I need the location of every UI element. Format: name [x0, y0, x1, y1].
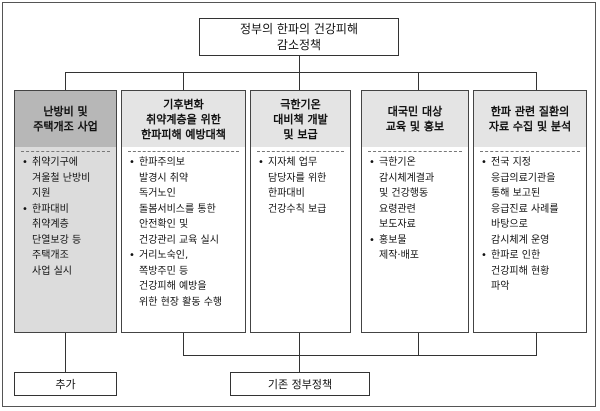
column-5-divider	[480, 151, 580, 152]
connector-col4-bottom	[418, 333, 419, 355]
column-5-header: 한파 관련 질환의 자료 수집 및 분석	[474, 91, 586, 147]
existing-label: 기존 정부정책	[267, 378, 333, 391]
connector-title-down	[299, 56, 300, 72]
connector-col1-down	[65, 72, 66, 90]
connector-col2-bottom	[183, 333, 184, 355]
column-2-header: 기후변화 취약계층을 위한 한파피해 예방대책	[122, 91, 245, 147]
connector-col4-down	[418, 72, 419, 90]
list-item: 한파로 인한 건강피해 현황 파악	[481, 248, 582, 295]
title-box: 정부의 한파의 건강피해 감소정책	[199, 18, 399, 56]
connector-col5-bottom	[536, 333, 537, 355]
column-climate-vulnerable: 기후변화 취약계층을 위한 한파피해 예방대책 한파주의보 발경시 취약 독거노…	[121, 90, 246, 333]
column-1-divider	[21, 151, 110, 152]
list-item: 지자체 업무 담당자를 위한 한파대비 건강수칙 보급	[258, 155, 346, 217]
list-item: 극한기온 감시체계결과 및 건강행동 요령관련 보도자료	[369, 155, 464, 233]
column-public-education: 대국민 대상 교육 및 홍보 극한기온 감시체계결과 및 건강행동 요령관련 보…	[361, 90, 469, 333]
connector-added-down	[65, 333, 66, 372]
connector-col2-down	[183, 72, 184, 90]
column-2-divider	[128, 151, 239, 152]
list-item: 한파주의보 발경시 취약 독거노인 돌봄서비스를 통한 안전확인 및 건강관리 …	[129, 155, 241, 248]
column-3-header: 극한기온 대비책 개발 및 보급	[251, 91, 350, 147]
added-policy-box: 추가	[14, 372, 117, 396]
connector-col3-down	[299, 72, 300, 90]
connector-col3-bottom	[299, 333, 300, 372]
title-line-2: 감소정책	[276, 38, 322, 52]
column-extreme-temp: 극한기온 대비책 개발 및 보급 지자체 업무 담당자를 위한 한파대비 건강수…	[250, 90, 351, 333]
list-item: 전국 지정 응급의료기관을 통해 보고된 응급진료 사례를 바탕으로 감시체계 …	[481, 155, 582, 248]
column-data-analysis: 한파 관련 질환의 자료 수집 및 분석 전국 지정 응급의료기관을 통해 보고…	[473, 90, 587, 333]
list-item: 거리노숙인, 쪽방주민 등 건강피해 예방을 위한 현장 활동 수행	[129, 248, 241, 310]
title-line-1: 정부의 한파의 건강피해	[239, 22, 359, 36]
connector-col5-down	[536, 72, 537, 90]
column-1-header: 난방비 및 주택개조 사업	[15, 91, 116, 147]
list-item: 홍보물 제작·배포	[369, 233, 464, 264]
existing-policy-box: 기존 정부정책	[230, 372, 370, 396]
list-item: 한파대비 취약계층 단열보강 등 주택개조 사업 실시	[22, 202, 112, 280]
column-4-header: 대국민 대상 교육 및 홍보	[362, 91, 468, 147]
column-heating-housing: 난방비 및 주택개조 사업 취약기구에 겨울철 난방비 지원 한파대비 취약계층…	[14, 90, 117, 333]
diagram-frame	[2, 2, 596, 407]
column-4-divider	[368, 151, 462, 152]
connector-bottom-horizontal	[183, 355, 537, 356]
column-3-divider	[257, 151, 344, 152]
list-item: 취약기구에 겨울철 난방비 지원	[22, 155, 112, 202]
added-label: 추가	[55, 378, 76, 391]
connector-top-horizontal	[65, 72, 537, 73]
